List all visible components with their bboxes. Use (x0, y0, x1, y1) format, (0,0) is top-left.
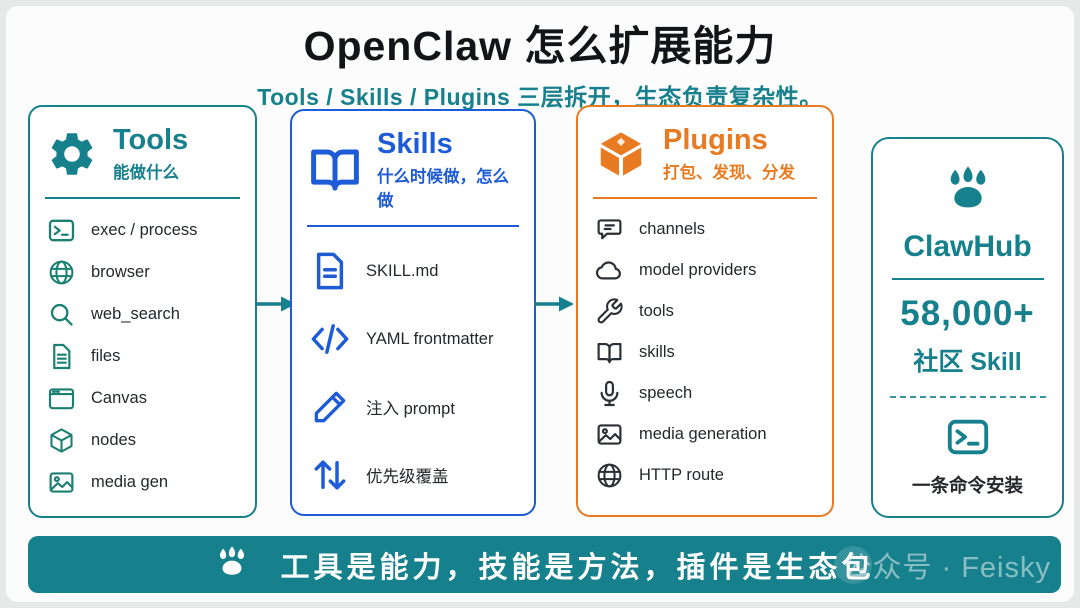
book-icon (595, 338, 624, 367)
image-icon (47, 468, 76, 497)
item-label: media gen (91, 472, 169, 491)
item-label: HTTP route (639, 466, 724, 485)
skills-card-header: Skills 什么时候做，怎么做 (292, 111, 534, 211)
item-label: 优先级覆盖 (366, 468, 449, 487)
header: OpenClaw 怎么扩展能力 Tools / Skills / Plugins… (6, 12, 1074, 112)
list-item: SKILL.md (309, 237, 534, 305)
item-label: channels (639, 220, 706, 239)
cloud-icon (595, 256, 624, 285)
clawhub-divider (891, 278, 1044, 280)
list-item: speech (595, 373, 832, 414)
watermark-text: 公众号 · Feisky (842, 551, 1051, 584)
item-label: Canvas (91, 388, 147, 407)
skills-title: Skills (377, 128, 453, 160)
plugins-subtitle: 打包、发现、分发 (663, 164, 795, 183)
list-item: tools (595, 291, 832, 332)
file-icon (47, 342, 76, 371)
tools-subtitle: 能做什么 (113, 164, 179, 183)
item-label: tools (639, 302, 674, 321)
tools-card-header: Tools 能做什么 (30, 107, 255, 183)
list-item: media gen (47, 461, 255, 503)
terminal-icon (940, 414, 996, 460)
tools-card: Tools 能做什么 exec / process browser web_se… (28, 105, 257, 518)
item-label: skills (639, 343, 675, 362)
item-label: files (91, 346, 121, 365)
sort-arrows-icon (309, 454, 351, 496)
item-label: model providers (639, 261, 757, 280)
plugins-item-list: channels model providers tools skills sp… (578, 199, 832, 496)
tools-title: Tools (113, 124, 189, 156)
paw-icon (214, 544, 250, 585)
list-item: exec / process (47, 209, 255, 251)
clawhub-title: ClawHub (903, 230, 1032, 263)
list-item: web_search (47, 293, 255, 335)
watermark-logo-icon (834, 545, 873, 584)
skills-subtitle: 什么时候做，怎么做 (377, 168, 509, 211)
search-icon (47, 300, 76, 329)
wrench-icon (595, 297, 624, 326)
item-label: 注入 prompt (366, 400, 455, 419)
list-item: skills (595, 332, 832, 373)
microphone-icon (595, 379, 624, 408)
chat-bubble-icon (595, 215, 624, 244)
item-label: YAML frontmatter (366, 329, 494, 348)
flow-arrow-icon (534, 295, 574, 313)
page-title: OpenClaw 怎么扩展能力 (303, 23, 777, 69)
list-item: browser (47, 251, 255, 293)
open-book-icon (308, 143, 362, 197)
list-item: Canvas (47, 377, 255, 419)
skills-divider (307, 225, 519, 228)
summary-banner: 工具是能力，技能是方法，插件是生态包 公众号 · Feisky (28, 536, 1061, 593)
globe-icon (595, 461, 624, 490)
tools-item-list: exec / process browser web_search files … (30, 199, 255, 503)
code-icon (309, 318, 351, 360)
item-label: SKILL.md (366, 261, 439, 280)
cube-icon (47, 426, 76, 455)
infographic-canvas: OpenClaw 怎么扩展能力 Tools / Skills / Plugins… (6, 6, 1074, 602)
item-label: exec / process (91, 220, 198, 239)
document-icon (309, 250, 351, 292)
clawhub-card: ClawHub 58,000+ 社区 Skill 一条命令安装 (871, 137, 1064, 518)
list-item: files (47, 335, 255, 377)
list-item: 优先级覆盖 (309, 441, 534, 509)
install-caption: 一条命令安装 (911, 475, 1023, 496)
item-label: web_search (91, 304, 180, 323)
plugins-divider (593, 197, 817, 200)
skill-count: 58,000+ (900, 294, 1035, 333)
item-label: browser (91, 262, 150, 281)
list-item: YAML frontmatter (309, 305, 534, 373)
image-icon (595, 420, 624, 449)
list-item: media generation (595, 414, 832, 455)
list-item: 注入 prompt (309, 373, 534, 441)
window-icon (47, 384, 76, 413)
pencil-icon (309, 386, 351, 428)
skill-count-caption: 社区 Skill (913, 348, 1022, 376)
dashed-divider (889, 396, 1046, 398)
paw-icon (942, 163, 994, 220)
item-label: nodes (91, 430, 136, 449)
gear-icon (46, 128, 98, 180)
terminal-icon (47, 216, 76, 245)
item-label: speech (639, 384, 693, 403)
list-item: model providers (595, 250, 832, 291)
watermark: 公众号 · Feisky (834, 544, 1051, 586)
plugins-card: Plugins 打包、发现、分发 channels model provider… (576, 105, 834, 517)
banner-text: 工具是能力，技能是方法，插件是生态包 (280, 551, 875, 584)
item-label: media generation (639, 425, 767, 444)
globe-icon (47, 258, 76, 287)
list-item: nodes (47, 419, 255, 461)
skills-card: Skills 什么时候做，怎么做 SKILL.md YAML frontmatt… (290, 109, 536, 516)
plugins-card-header: Plugins 打包、发现、分发 (578, 107, 832, 183)
list-item: HTTP route (595, 455, 832, 496)
list-item: channels (595, 209, 832, 250)
skills-item-list: SKILL.md YAML frontmatter 注入 prompt 优先级覆… (292, 227, 534, 509)
package-icon (594, 127, 648, 181)
tools-divider (45, 197, 240, 200)
plugins-title: Plugins (663, 124, 768, 156)
